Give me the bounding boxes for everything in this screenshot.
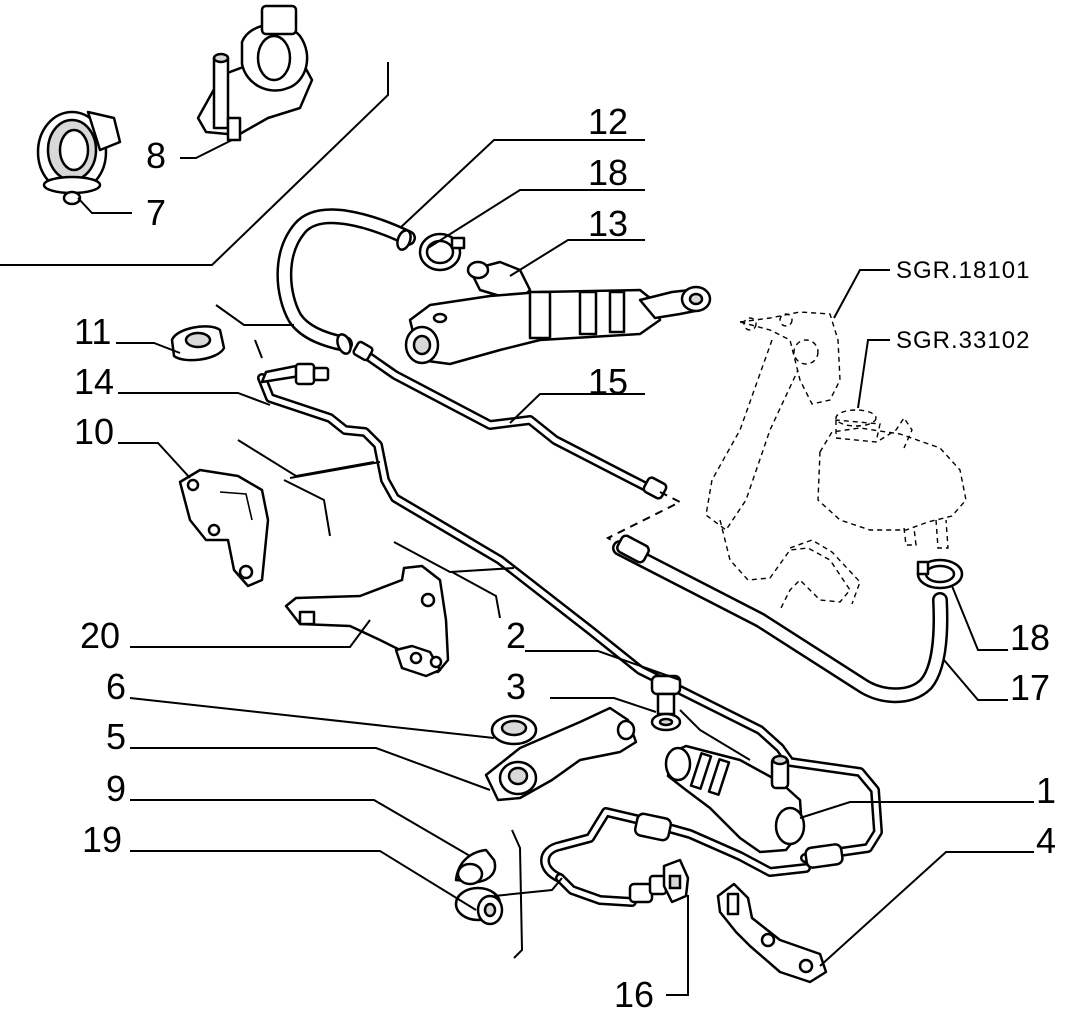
part-20-bracket (284, 564, 450, 678)
part-18-clamp-upper (418, 232, 466, 272)
label-19: 19 (82, 819, 122, 860)
clutch-pedal-assembly (705, 311, 861, 611)
inset-boundary-line (0, 62, 389, 266)
label-9: 9 (106, 768, 126, 809)
part-18-clamp-right (916, 558, 964, 590)
part-19-clamp (454, 886, 504, 926)
reference-pedal: SGR.18101 (896, 257, 1030, 284)
label-11: 11 (74, 311, 111, 352)
label-4: 4 (1036, 820, 1056, 861)
part-9-clip (454, 848, 497, 886)
label-10: 10 (74, 411, 114, 452)
label-18-right: 18 (1010, 617, 1050, 658)
part-8-bracket (196, 4, 314, 142)
label-8: 8 (146, 135, 166, 176)
label-14: 14 (74, 361, 114, 402)
label-17: 17 (1010, 667, 1050, 708)
label-5: 5 (106, 716, 126, 757)
label-7: 7 (146, 192, 166, 233)
part-16-clip (662, 858, 690, 904)
part-13-master-cylinder (404, 260, 712, 366)
part-4-bracket (716, 882, 828, 984)
part-10-bracket (178, 468, 270, 588)
label-18-upper: 18 (588, 152, 628, 193)
part-11-grommet (170, 325, 226, 362)
label-16: 16 (614, 974, 654, 1010)
label-1: 1 (1036, 770, 1056, 811)
fluid-reservoir (817, 409, 967, 549)
part-7-clip (36, 110, 122, 206)
label-3: 3 (506, 666, 526, 707)
lower-hose-fittings (628, 812, 844, 904)
label-15: 15 (588, 361, 628, 402)
part-5-lever (484, 706, 638, 802)
part-3-bolt (650, 674, 682, 732)
reference-reservoir: SGR.33102 (896, 327, 1030, 354)
pipe-14-fitting (260, 362, 330, 386)
label-6: 6 (106, 666, 126, 707)
label-13: 13 (588, 203, 628, 244)
label-20: 20 (80, 615, 120, 656)
part-6-washer (490, 714, 538, 746)
label-12: 12 (588, 101, 628, 142)
leader-lines (77, 139, 1034, 996)
label-2: 2 (506, 615, 526, 656)
part-1-slave-cylinder (664, 744, 806, 854)
